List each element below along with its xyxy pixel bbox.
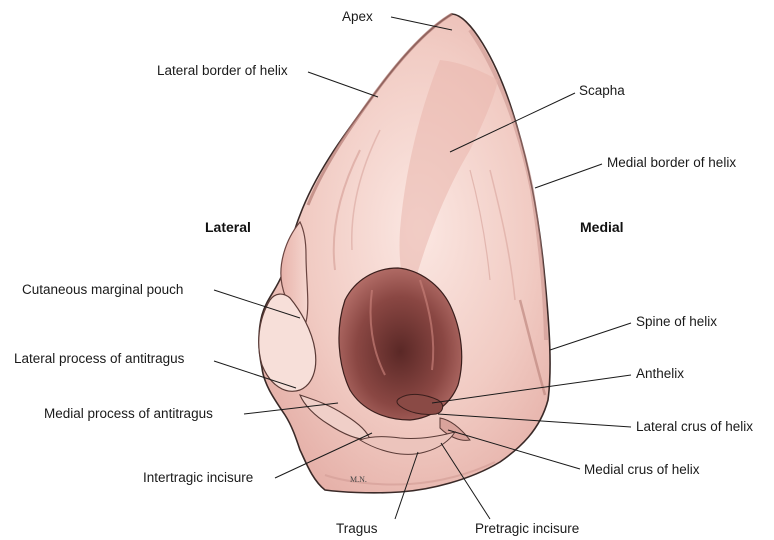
label-pretragic-incisure: Pretragic incisure	[475, 521, 579, 536]
label-lateral-process-of-antitragus: Lateral process of antitragus	[14, 351, 185, 366]
label-tragus: Tragus	[336, 521, 378, 536]
label-intertragic-incisure: Intertragic incisure	[143, 470, 253, 485]
leader-lateral-border	[308, 72, 378, 97]
label-medial-process-of-antitragus: Medial process of antitragus	[44, 406, 213, 421]
label-medial-border-of-helix: Medial border of helix	[607, 155, 736, 170]
label-anthelix: Anthelix	[636, 366, 684, 381]
label-lateral-crus-of-helix: Lateral crus of helix	[636, 419, 753, 434]
side-label-medial: Medial	[580, 219, 624, 235]
label-cutaneous-marginal-pouch: Cutaneous marginal pouch	[22, 282, 183, 297]
side-label-lateral: Lateral	[205, 219, 251, 235]
label-spine-of-helix: Spine of helix	[636, 314, 717, 329]
label-apex: Apex	[342, 9, 373, 24]
label-medial-crus-of-helix: Medial crus of helix	[584, 462, 700, 477]
leader-medial-border	[535, 164, 602, 188]
label-lateral-border-of-helix: Lateral border of helix	[157, 63, 288, 78]
label-scapha: Scapha	[579, 83, 625, 98]
artist-signature: M.N.	[350, 475, 367, 484]
leader-spine	[550, 323, 631, 350]
